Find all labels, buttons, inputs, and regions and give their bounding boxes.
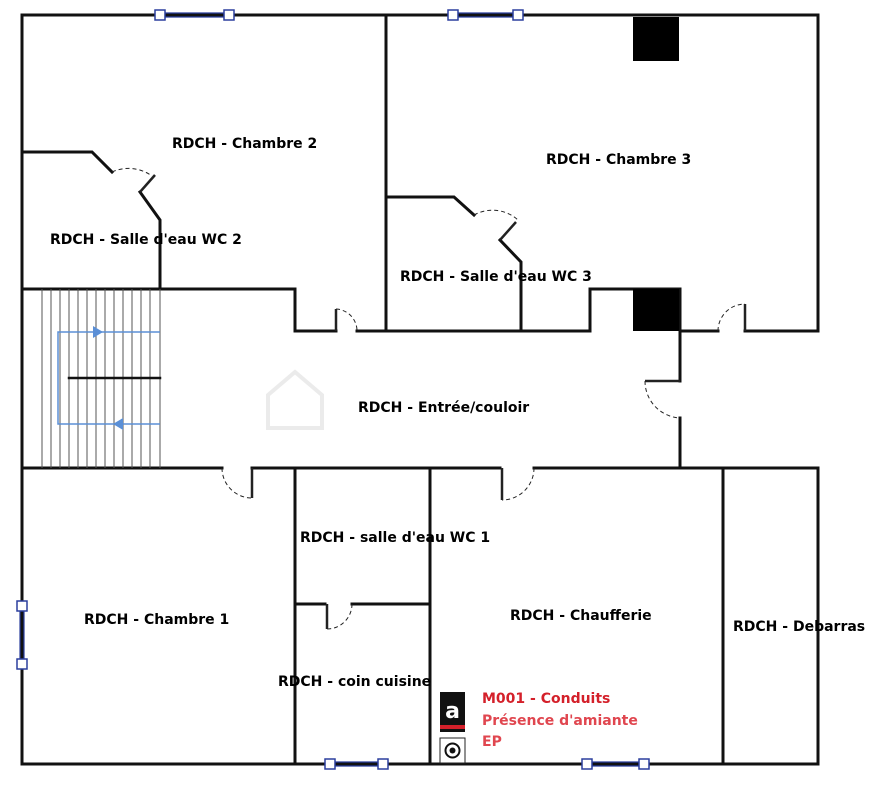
label-salle-eau-wc1: RDCH - salle d'eau WC 1 (300, 530, 490, 546)
door-chaufferie (500, 467, 535, 501)
svg-text:a: a (445, 699, 460, 724)
door-corridor-right (644, 379, 681, 419)
door-wc3 (473, 209, 519, 241)
windows (16, 9, 650, 770)
annotation-line3: EP (482, 734, 502, 750)
door-chambre2 (334, 308, 358, 332)
door-wc2 (111, 167, 156, 193)
door-coin-cuisine (325, 603, 353, 630)
label-coin-cuisine: RDCH - coin cuisine (278, 674, 431, 690)
asbestos-annotation: M001 - Conduits Présence d'amiante EP (482, 691, 638, 750)
label-chambre2: RDCH - Chambre 2 (172, 136, 317, 152)
doors (111, 167, 747, 630)
label-salle-eau-wc3: RDCH - Salle d'eau WC 3 (400, 269, 592, 285)
annotation-line1: M001 - Conduits (482, 691, 610, 707)
annotation-line2: Présence d'amiante (482, 713, 638, 729)
label-chambre3: RDCH - Chambre 3 (546, 152, 691, 168)
door-chambre3 (717, 303, 747, 332)
label-debarras: RDCH - Debarras (733, 619, 865, 635)
sample-point-icon (444, 742, 461, 759)
chimney-blocks (633, 17, 679, 331)
label-chambre1: RDCH - Chambre 1 (84, 612, 229, 628)
interior-walls (20, 13, 820, 766)
stair-direction-arrow (57, 331, 160, 425)
label-chaufferie: RDCH - Chaufferie (510, 608, 652, 624)
window-left (16, 600, 28, 670)
window-top-right (447, 9, 524, 21)
watermark (266, 369, 324, 430)
label-salle-eau-wc2: RDCH - Salle d'eau WC 2 (50, 232, 242, 248)
asbestos-marker: a (439, 692, 466, 764)
staircase (41, 289, 162, 468)
outer-walls (20, 13, 820, 766)
label-entree-couloir: RDCH - Entrée/couloir (358, 400, 529, 416)
room-labels: RDCH - Chambre 2 RDCH - Chambre 3 RDCH -… (50, 136, 865, 690)
window-top-left (154, 9, 235, 21)
window-bottom-left (324, 758, 389, 770)
door-chambre1 (221, 467, 254, 499)
window-bottom-right (581, 758, 650, 770)
